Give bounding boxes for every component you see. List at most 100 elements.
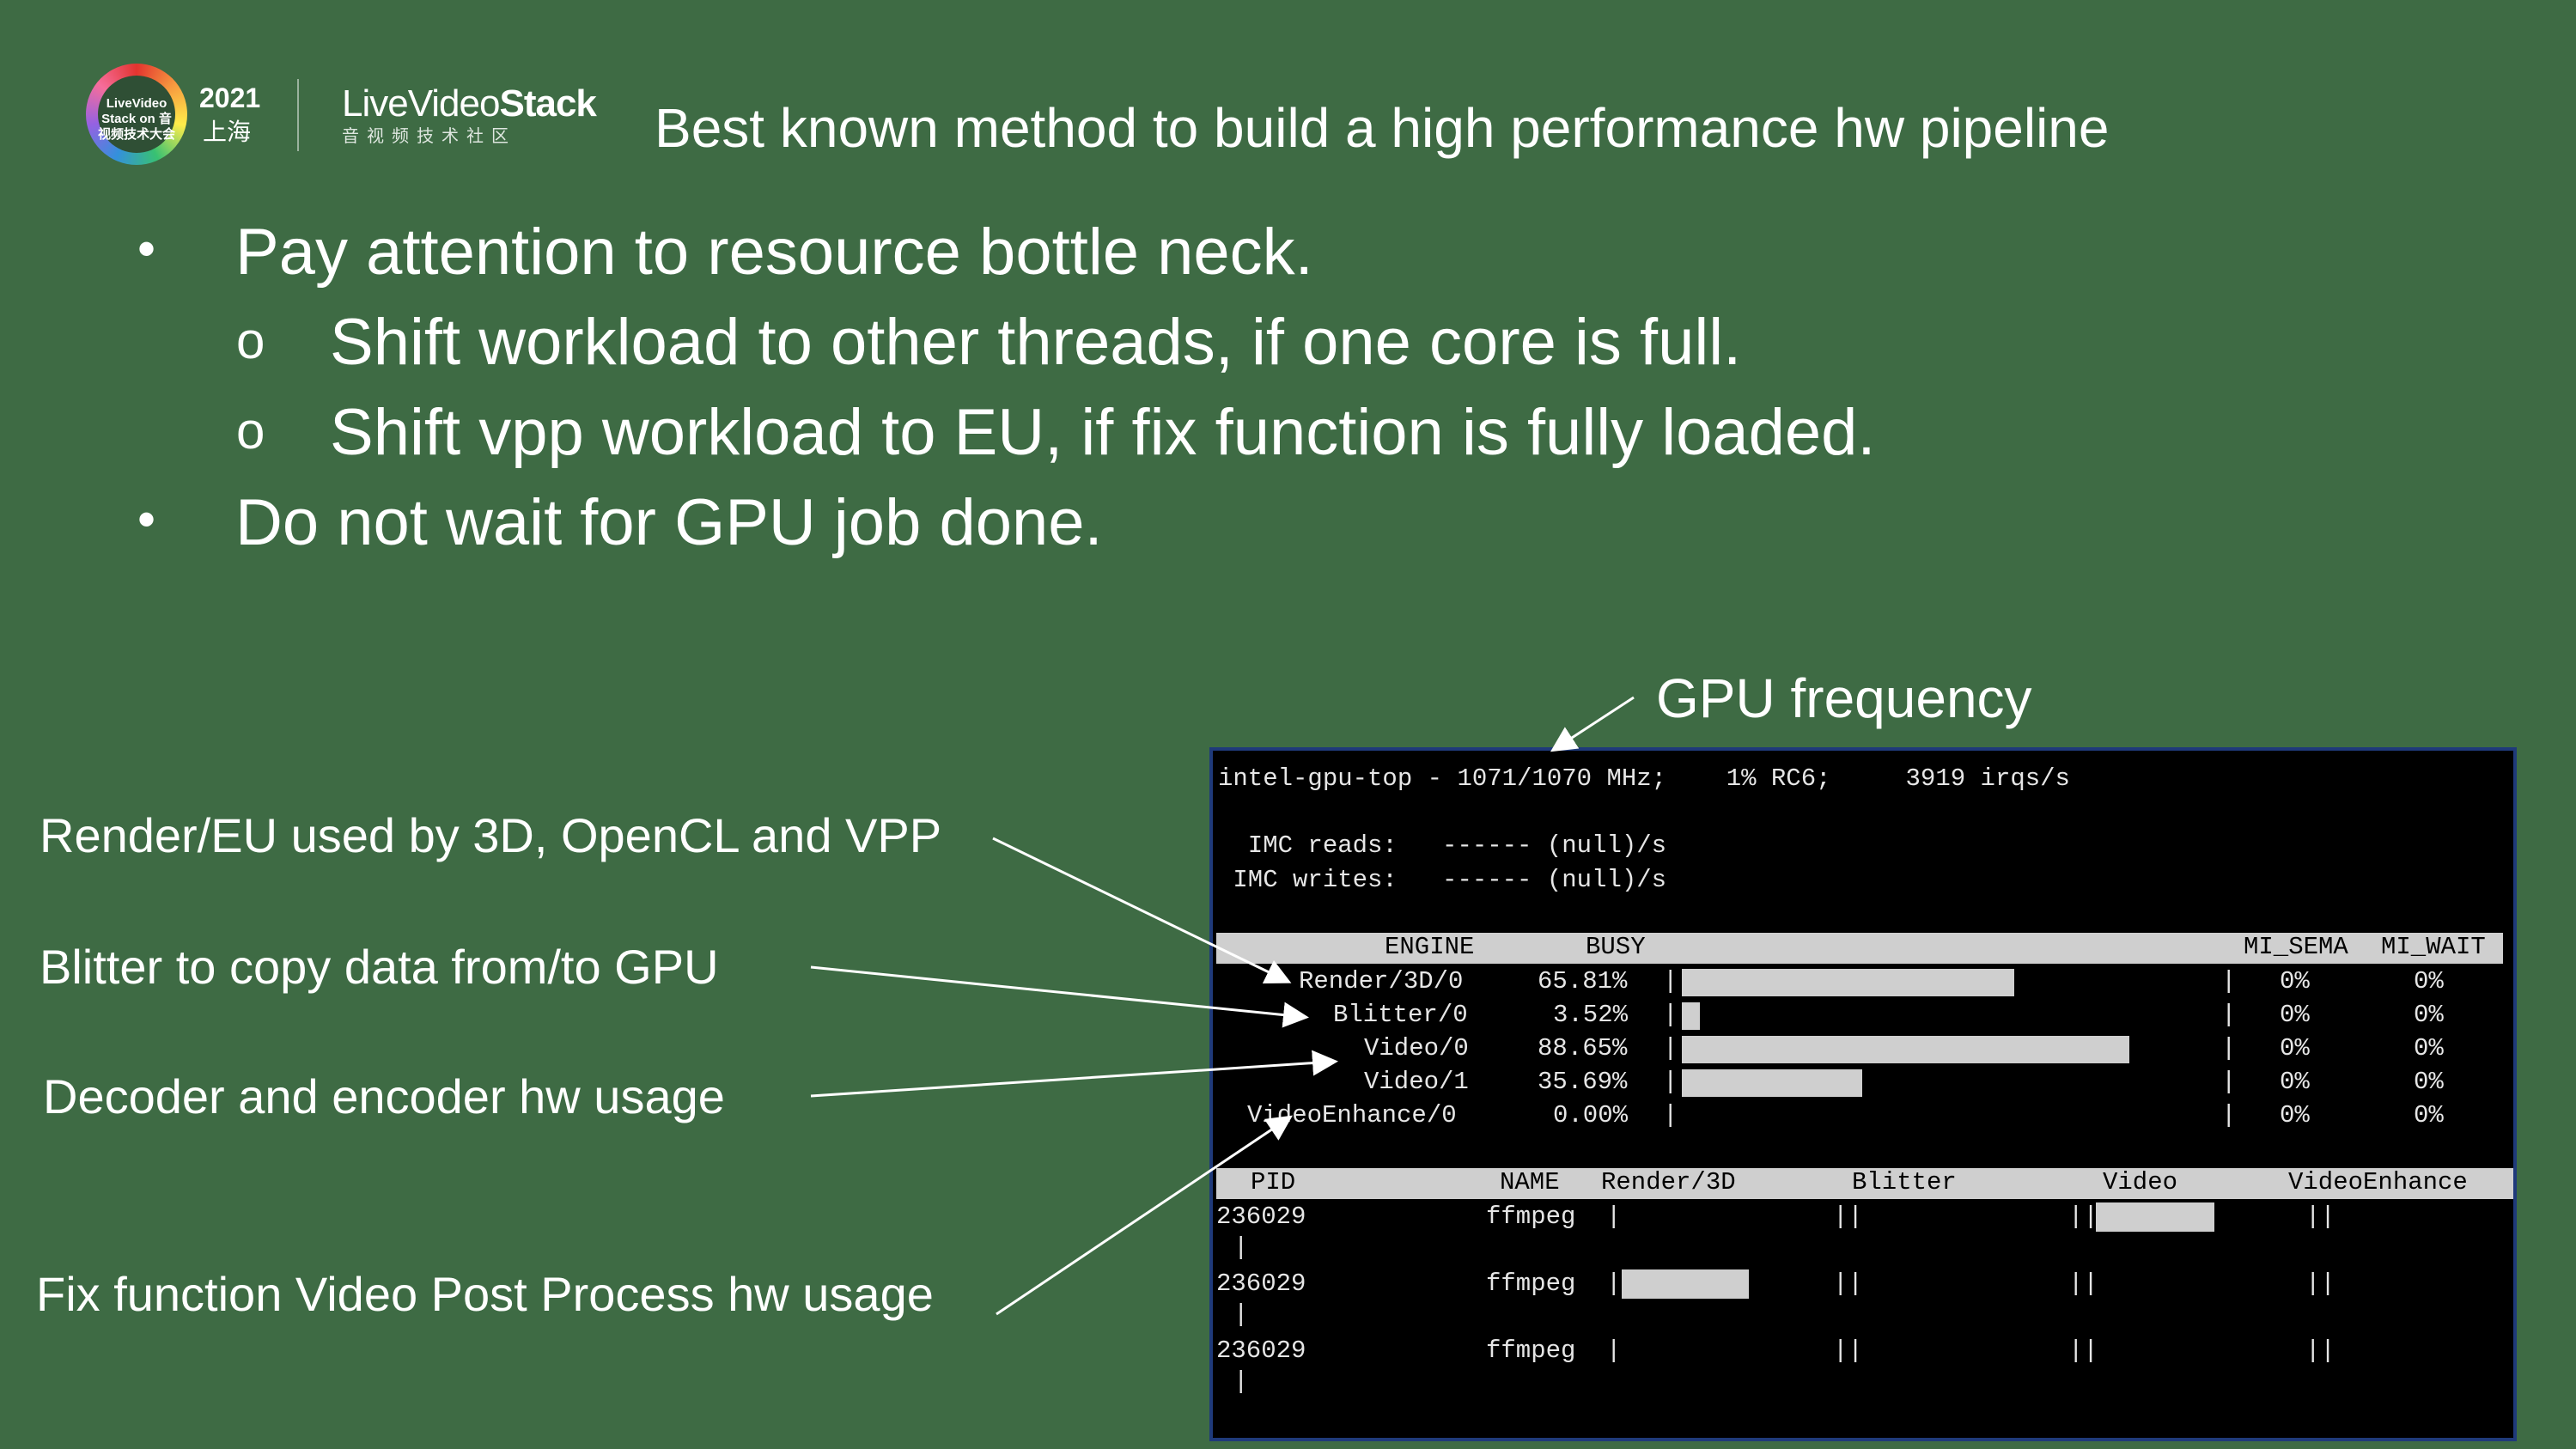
blitter-arrow: [810, 965, 1309, 1028]
busy-bar-right-edge: |: [2221, 1101, 2237, 1129]
process-continuation-mark: |: [1233, 1300, 1249, 1329]
busy-bar-left-edge: |: [1663, 967, 1678, 995]
logo-city: 上海: [203, 119, 252, 145]
decoder-arrow: [810, 1050, 1338, 1098]
process-name: ffmpeg: [1486, 1202, 1576, 1231]
process-column-separator: |: [1606, 1336, 1622, 1365]
annotation-blitter: Blitter to copy data from/to GPU: [40, 940, 719, 994]
process-column-separator: ||: [2068, 1202, 2098, 1231]
busy-column-header: BUSY: [1586, 933, 1646, 961]
engine-mi-sema: 0%: [2280, 1101, 2310, 1129]
engine-mi-sema: 0%: [2280, 1001, 2310, 1029]
process-table-header: PID NAME Render/3D Blitter Video VideoEn…: [1216, 1168, 2513, 1199]
process-column-separator: ||: [1833, 1202, 1863, 1231]
render-column-header: Render/3D: [1601, 1168, 1736, 1196]
engine-mi-wait: 0%: [2414, 1001, 2444, 1029]
engine-table-header: ENGINE BUSY MI_SEMA MI_WAIT: [1216, 933, 2503, 964]
conference-logo: LiveVideo Stack on 音视频技术大会: [86, 64, 187, 165]
bullet-text: Pay attention to resource bottle neck.: [235, 216, 1313, 289]
bullet-marker: •: [137, 490, 156, 548]
engine-busy: 65.81%: [1538, 967, 1628, 995]
blitter-column-header: Blitter: [1852, 1168, 1957, 1196]
brand-logo: LiveVideoStack: [342, 82, 597, 125]
engine-busy-bar: [1682, 1069, 1862, 1097]
brand-suffix: Stack: [499, 82, 596, 125]
engine-column-header: ENGINE: [1385, 933, 1475, 961]
pid-column-header: PID: [1251, 1168, 1296, 1196]
process-column-separator: ||: [2068, 1336, 2098, 1365]
process-column-separator: ||: [1833, 1269, 1863, 1298]
brand-subtitle: 音视频技术社区: [342, 127, 516, 146]
engine-name: Render/3D/0: [1299, 967, 1464, 995]
engine-busy: 88.65%: [1538, 1034, 1628, 1062]
engine-busy: 35.69%: [1538, 1068, 1628, 1096]
engine-mi-wait: 0%: [2414, 1101, 2444, 1129]
process-name: ffmpeg: [1486, 1336, 1576, 1365]
engine-busy: 3.52%: [1553, 1001, 1629, 1029]
busy-bar-right-edge: |: [2221, 1001, 2237, 1029]
busy-bar-left-edge: |: [1663, 1101, 1678, 1129]
process-continuation-mark: |: [1233, 1233, 1249, 1262]
engine-mi-sema: 0%: [2280, 1034, 2310, 1062]
annotation-gpu-frequency: GPU frequency: [1656, 667, 2032, 729]
annotation-decoder: Decoder and encoder hw usage: [43, 1069, 725, 1123]
bullet-text: Do not wait for GPU job done.: [235, 486, 1103, 559]
annotation-vpp: Fix function Video Post Process hw usage: [36, 1267, 934, 1321]
busy-bar-right-edge: |: [2221, 967, 2237, 995]
process-name: ffmpeg: [1486, 1269, 1576, 1298]
process-pid: 236029: [1216, 1336, 1306, 1365]
busy-bar-left-edge: |: [1663, 1034, 1678, 1062]
engine-name: Video/0: [1364, 1034, 1469, 1062]
process-column-separator: ||: [2305, 1269, 2335, 1298]
sub-bullet-marker: o: [236, 402, 265, 460]
process-column-separator: ||: [2305, 1336, 2335, 1365]
process-continuation-mark: |: [1233, 1367, 1249, 1396]
process-pid: 236029: [1216, 1202, 1306, 1231]
logo-year: 2021: [199, 82, 261, 113]
engine-busy-bar: [1682, 969, 2014, 996]
busy-bar-right-edge: |: [2221, 1034, 2237, 1062]
videoenhance-column-header: VideoEnhance: [2288, 1168, 2468, 1196]
process-column-separator: |: [1606, 1269, 1622, 1298]
process-video-usage-bar: [2096, 1202, 2214, 1232]
annotation-render: Render/EU used by 3D, OpenCL and VPP: [40, 808, 942, 862]
logo-divider: [297, 79, 299, 151]
mi-sema-column-header: MI_SEMA: [2244, 933, 2348, 961]
engine-name: Blitter/0: [1333, 1001, 1468, 1029]
engine-mi-wait: 0%: [2414, 1068, 2444, 1096]
imc-writes-line: IMC writes: ------ (null)/s: [1218, 866, 1667, 894]
process-pid: 236029: [1216, 1269, 1306, 1298]
engine-mi-sema: 0%: [2280, 1068, 2310, 1096]
sub-bullet-text: Shift workload to other threads, if one …: [330, 306, 1742, 379]
busy-bar-right-edge: |: [2221, 1068, 2237, 1096]
busy-bar-left-edge: |: [1663, 1001, 1678, 1029]
engine-busy: 0.00%: [1553, 1101, 1629, 1129]
engine-mi-sema: 0%: [2280, 967, 2310, 995]
engine-busy-bar: [1682, 1002, 1700, 1030]
sub-bullet-text: Shift vpp workload to EU, if fix functio…: [330, 396, 1876, 469]
slide-title: Best known method to build a high perfor…: [655, 97, 2110, 159]
name-column-header: NAME: [1500, 1168, 1560, 1196]
process-render-usage-bar: [1622, 1269, 1749, 1299]
engine-busy-bar: [1682, 1036, 2129, 1063]
mi-wait-column-header: MI_WAIT: [2381, 933, 2486, 961]
process-column-separator: ||: [2305, 1202, 2335, 1231]
engine-mi-wait: 0%: [2414, 1034, 2444, 1062]
logo-badge-text: LiveVideo Stack on 音视频技术大会: [98, 76, 175, 153]
process-column-separator: ||: [2068, 1269, 2098, 1298]
intel-gpu-top-terminal: intel-gpu-top - 1071/1070 MHz; 1% RC6; 3…: [1209, 747, 2517, 1441]
gpu-frequency-arrow: [1550, 696, 1635, 752]
render-arrow: [992, 837, 1292, 984]
brand-prefix: LiveVideo: [342, 82, 500, 125]
imc-reads-line: IMC reads: ------ (null)/s: [1218, 831, 1667, 860]
engine-mi-wait: 0%: [2414, 967, 2444, 995]
process-column-separator: ||: [1833, 1336, 1863, 1365]
vpp-arrow: [996, 1115, 1293, 1316]
bullet-marker: •: [137, 220, 156, 277]
video-column-header: Video: [2103, 1168, 2178, 1196]
process-column-separator: |: [1606, 1202, 1622, 1231]
engine-name: Video/1: [1364, 1068, 1469, 1096]
busy-bar-left-edge: |: [1663, 1068, 1678, 1096]
terminal-header-line: intel-gpu-top - 1071/1070 MHz; 1% RC6; 3…: [1218, 764, 2070, 793]
